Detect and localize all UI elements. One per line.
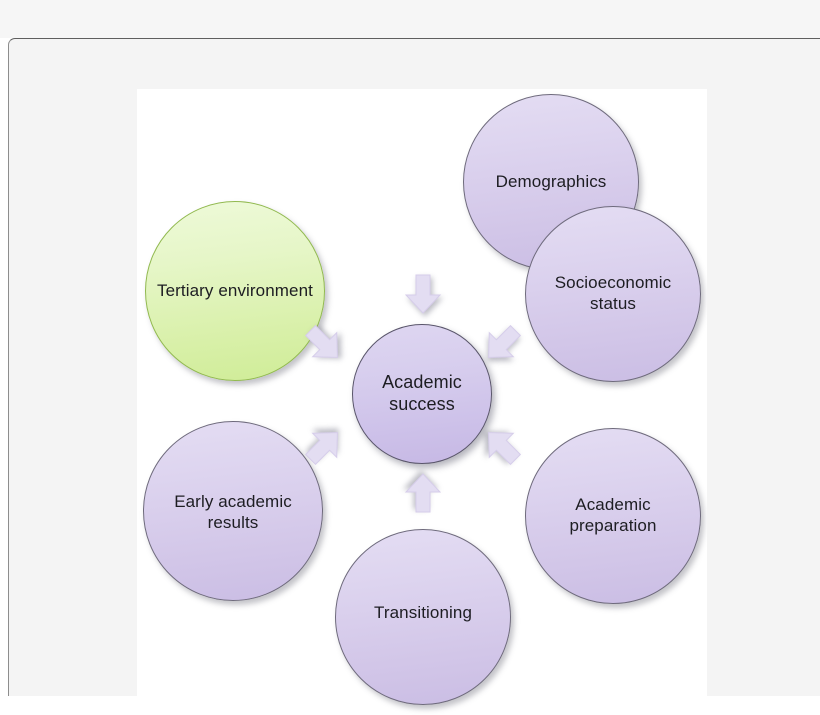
arrow-down-icon [402,273,444,315]
arrow-up-right-icon [294,416,353,475]
arrow-down-right-icon [294,314,353,373]
node-academic-preparation[interactable]: Academic preparation [525,428,701,604]
arrow-up-icon [402,472,444,514]
node-demographics-label: Demographics [495,171,607,191]
node-socioeconomic-status-label: Socioeconomic status [554,273,672,313]
node-academic-preparation-label: Academic preparation [569,495,657,535]
node-transitioning-label: Transitioning [374,602,472,622]
node-transitioning[interactable]: Transitioning [335,529,511,705]
arrow-up-left-icon [472,416,531,475]
node-socioeconomic-status[interactable]: Socioeconomic status [525,206,701,382]
figure-canvas: Demographics Socioeconomic status Academ… [137,89,707,715]
node-tertiary-environment-label: Tertiary environment [156,280,313,300]
page-top-margin [0,0,820,38]
node-early-academic-results[interactable]: Early academic results [143,421,323,601]
node-early-academic-results-label: Early academic results [174,492,292,532]
node-academic-success[interactable]: Academic success [352,324,492,464]
content-panel-frame: Demographics Socioeconomic status Academ… [8,38,820,715]
node-academic-success-label: Academic success [382,372,462,414]
node-tertiary-environment[interactable]: Tertiary environment [145,201,325,381]
arrow-down-left-icon [472,314,531,373]
